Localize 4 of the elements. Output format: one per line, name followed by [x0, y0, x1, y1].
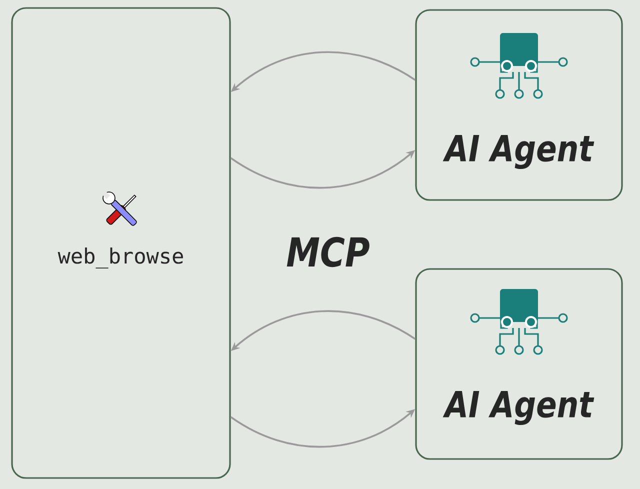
- tool-box: web_browse: [11, 7, 231, 479]
- agent-box: AI Agent: [415, 268, 623, 460]
- protocol-label: MCP: [286, 236, 370, 268]
- agent-box: AI Agent: [415, 9, 623, 201]
